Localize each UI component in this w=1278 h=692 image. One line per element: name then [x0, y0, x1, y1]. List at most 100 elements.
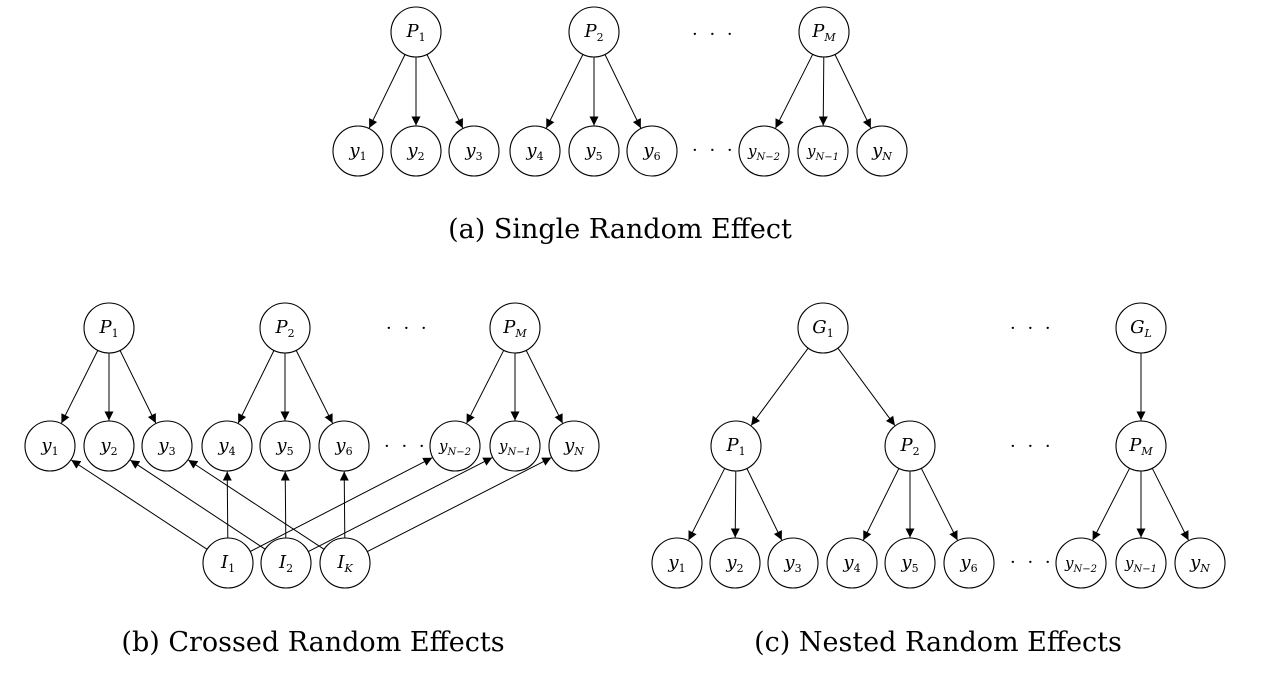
node-PM: PM	[489, 302, 541, 354]
node-label-base: y	[348, 140, 360, 161]
node-circle	[259, 302, 311, 354]
node-circle	[83, 420, 135, 472]
node-label-subscript: 2	[913, 445, 920, 458]
node-label-base: y	[438, 437, 448, 455]
node-label-subscript: 2	[737, 562, 744, 575]
node-label: yN−2	[747, 142, 780, 163]
node-label-base: y	[334, 435, 346, 456]
node-label: I1	[220, 552, 235, 575]
node-circle	[626, 125, 678, 177]
edge-G1-to-P1	[750, 347, 809, 426]
node-label-subscript: 2	[288, 327, 295, 340]
node-label: yN−1	[1124, 554, 1157, 575]
node-y4: y4	[509, 125, 561, 177]
node-label-subscript: 4	[854, 562, 861, 575]
node-label-base: P	[899, 435, 913, 456]
node-circle	[141, 420, 193, 472]
node-label-base: y	[1189, 552, 1201, 573]
node-label-subscript: N−1	[814, 152, 839, 163]
node-label-base: y	[667, 552, 679, 573]
node-label-base: y	[464, 140, 476, 161]
node-yN2: yN−2	[429, 420, 481, 472]
node-label-base: y	[725, 552, 737, 573]
edge-P1-to-y1	[688, 468, 726, 541]
node-I1: I1	[202, 537, 254, 589]
node-label: y1	[667, 552, 685, 575]
node-circle	[797, 125, 849, 177]
node-label: yN	[563, 435, 584, 458]
node-label-subscript: 5	[596, 150, 603, 163]
node-label: y1	[40, 435, 58, 458]
node-circle	[568, 125, 620, 177]
node-label: P1	[405, 21, 425, 44]
node-yN1: yN−1	[797, 125, 849, 177]
node-label-subscript: 6	[654, 150, 661, 163]
node-label: y3	[464, 140, 482, 163]
node-label: y3	[157, 435, 175, 458]
node-label-base: P	[405, 21, 419, 42]
node-label-subscript: M	[514, 327, 527, 340]
edge-G1-to-P2	[837, 347, 896, 426]
node-label-base: P	[274, 317, 288, 338]
node-circle	[767, 537, 819, 589]
node-y2: y2	[709, 537, 761, 589]
node-circle	[1115, 537, 1167, 589]
edge-I1-to-y4	[222, 471, 232, 539]
node-label: y3	[783, 552, 801, 575]
node-yN1: yN−1	[1115, 537, 1167, 589]
node-label: y6	[959, 552, 977, 575]
node-label-subscript: 5	[287, 445, 294, 458]
edge-IK-to-y3	[188, 459, 325, 550]
node-circle	[1115, 420, 1167, 472]
node-label: P2	[899, 435, 919, 458]
node-label-base: y	[498, 437, 508, 455]
node-y2: y2	[83, 420, 135, 472]
edge-P2-to-y4	[237, 350, 275, 424]
node-yN2: yN−2	[1055, 537, 1107, 589]
node-PM: PM	[1115, 420, 1167, 472]
node-circle	[856, 125, 908, 177]
node-label-subscript: N−2	[1072, 564, 1097, 575]
node-label: yN	[871, 140, 892, 163]
node-label-subscript: 4	[229, 445, 236, 458]
ellipsis-middle: · · ·	[1010, 436, 1054, 457]
node-circle	[390, 125, 442, 177]
node-label-subscript: 3	[169, 445, 176, 458]
node-y5: y5	[884, 537, 936, 589]
node-label: P1	[98, 317, 118, 340]
node-circle	[568, 6, 620, 58]
node-label: PM	[1128, 435, 1153, 458]
edge-PM-to-yN2	[775, 54, 814, 129]
node-label-subscript: N−1	[1132, 564, 1157, 575]
ellipsis-bottom: · · ·	[384, 436, 428, 457]
node-circle	[259, 420, 311, 472]
node-label-base: P	[811, 21, 825, 42]
node-y3: y3	[141, 420, 193, 472]
node-label-base: y	[871, 140, 883, 161]
node-label-base: G	[1130, 317, 1144, 338]
node-label-base: y	[406, 140, 418, 161]
node-P2: P2	[259, 302, 311, 354]
node-label: GL	[1130, 317, 1152, 340]
node-label: yN−1	[498, 437, 531, 458]
node-label: P1	[725, 435, 745, 458]
node-circle	[332, 125, 384, 177]
node-y3: y3	[448, 125, 500, 177]
edge-I2-to-y2	[130, 459, 266, 550]
node-circle	[884, 537, 936, 589]
node-label-subscript: L	[1144, 327, 1152, 340]
node-yN: yN	[1174, 537, 1226, 589]
node-label-subscript: N	[1199, 562, 1210, 575]
edge-I1-to-yN2	[249, 457, 433, 552]
node-y4: y4	[201, 420, 253, 472]
node-circle	[319, 537, 371, 589]
edge-P1-to-y3	[426, 54, 464, 129]
node-label-subscript: M	[823, 31, 836, 44]
node-label-base: y	[1064, 554, 1074, 572]
node-label-subscript: 2	[286, 562, 293, 575]
